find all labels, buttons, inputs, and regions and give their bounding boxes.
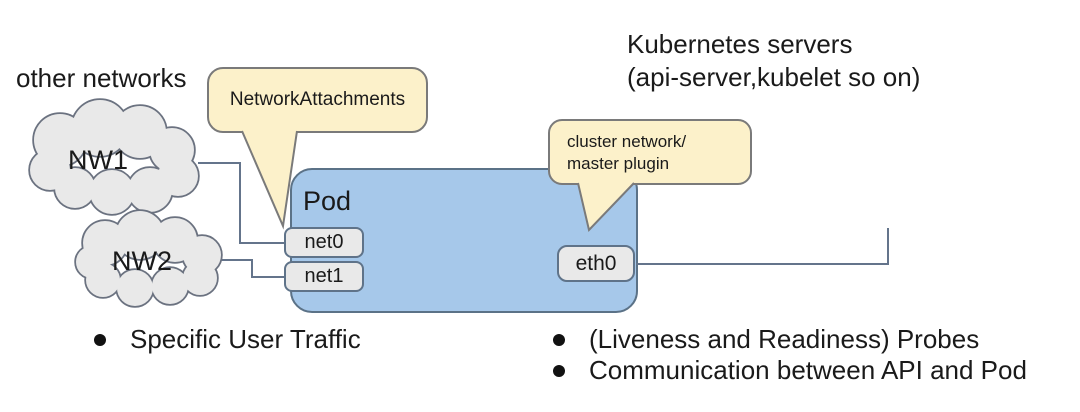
kubernetes-servers-line1: Kubernetes servers	[627, 29, 853, 59]
bullet-icon	[94, 333, 106, 346]
bullet-text: Communication between API and Pod	[589, 355, 1027, 385]
eth0-interface-box: eth0	[557, 245, 635, 282]
bullet-icon	[553, 364, 565, 377]
connector-eth0-to-kubernetes-servers	[636, 228, 889, 265]
eth0-label: eth0	[575, 251, 617, 275]
net0-interface-box: net0	[284, 227, 364, 258]
bullet-icon	[553, 333, 565, 346]
callout-cluster-network-line2: master plugin	[567, 154, 670, 173]
callout-network-attachments: NetworkAttachments	[207, 67, 428, 133]
bullet-liveness-readiness-probes: (Liveness and Readiness) Probes	[553, 324, 979, 355]
kubernetes-servers-line2: (api-server,kubelet so on)	[627, 62, 921, 92]
nw1-cloud-label: NW1	[68, 145, 128, 175]
bullet-text: Specific User Traffic	[130, 324, 361, 354]
connector-nw1-to-net0	[198, 162, 284, 244]
kubernetes-servers-label: Kubernetes servers (api-server,kubelet s…	[627, 28, 920, 94]
nw2-cloud-label: NW2	[112, 246, 172, 276]
callout-network-attachments-tail	[241, 130, 298, 230]
callout-network-attachments-label: NetworkAttachments	[229, 89, 406, 110]
bullet-specific-user-traffic: Specific User Traffic	[94, 324, 361, 355]
net0-label: net0	[304, 231, 344, 253]
net1-interface-box: net1	[284, 261, 364, 292]
pod-label: Pod	[303, 186, 352, 216]
bullet-text: (Liveness and Readiness) Probes	[589, 324, 980, 354]
other-networks-label: other networks	[16, 63, 187, 93]
net1-label: net1	[304, 265, 344, 287]
callout-cluster-network: cluster network/ master plugin	[548, 119, 752, 185]
bullet-communication-api-pod: Communication between API and Pod	[553, 355, 1027, 386]
connector-nw2-to-net1	[218, 259, 284, 278]
callout-cluster-network-line1: cluster network/	[567, 132, 687, 151]
